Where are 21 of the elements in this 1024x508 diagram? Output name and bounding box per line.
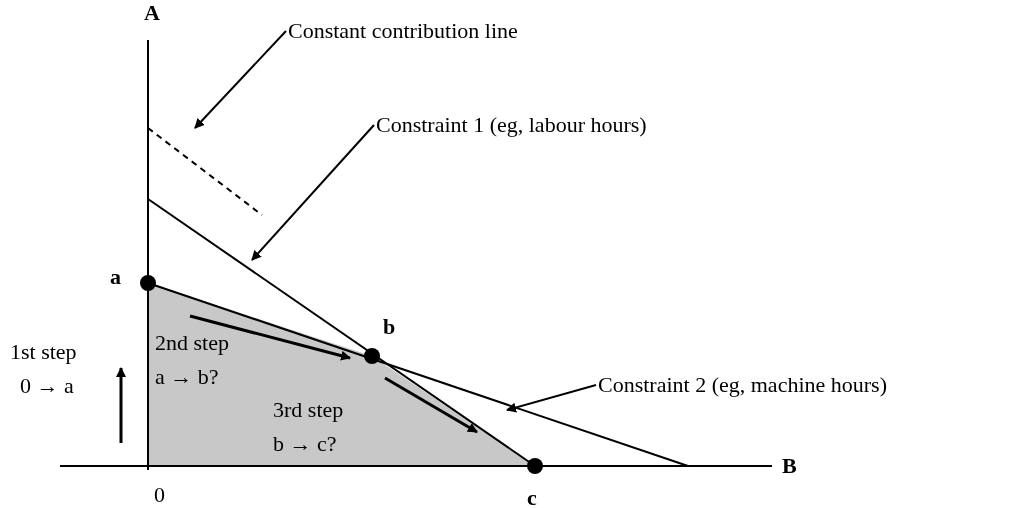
leader-arrow — [506, 384, 597, 413]
leader-arrow — [251, 124, 375, 261]
step-label: 2nd step — [155, 330, 229, 356]
line-label: Constant contribution line — [288, 18, 518, 44]
line-label: Constraint 2 (eg, machine hours) — [598, 372, 887, 398]
point-label: b — [383, 314, 396, 340]
step-label: b → c? — [273, 431, 337, 457]
corner-point — [527, 458, 543, 474]
corner-point — [140, 275, 156, 291]
step-label: 3rd step — [273, 397, 344, 423]
axis-label: A — [144, 0, 160, 26]
point-label: c — [527, 485, 537, 508]
line-label: Constraint 1 (eg, labour hours) — [376, 112, 647, 138]
axis-label: 0 — [154, 482, 165, 508]
axis-label: B — [782, 453, 797, 479]
leader-arrow — [194, 30, 287, 129]
point-label: a — [110, 264, 121, 290]
step-label: 0 → a — [20, 373, 74, 399]
step-label: a → b? — [155, 364, 219, 390]
step-label: 1st step — [10, 339, 77, 365]
corner-point — [364, 348, 380, 364]
